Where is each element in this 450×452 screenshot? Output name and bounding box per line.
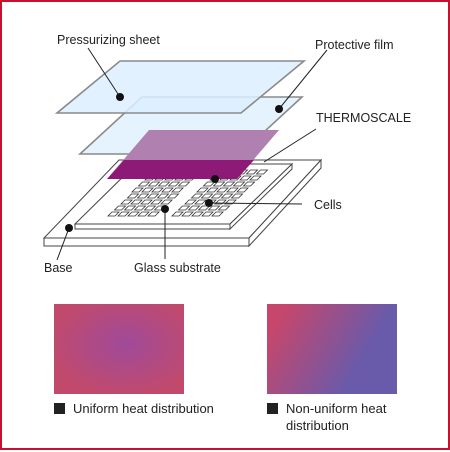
cell [140, 199, 153, 205]
cell [177, 205, 191, 211]
cell [126, 193, 140, 199]
pressurizing-sheet-dot [116, 93, 124, 101]
cell [220, 193, 234, 199]
cell [200, 193, 214, 199]
cell [157, 181, 171, 187]
cell [207, 205, 221, 211]
nonuniform-heat-swatch [267, 304, 397, 394]
uniform-heat-swatch [54, 304, 184, 394]
cell [201, 211, 214, 217]
cell [184, 199, 197, 205]
leader-lines [56, 47, 328, 261]
cell [146, 193, 160, 199]
label-base: Base [44, 261, 73, 275]
cell [137, 181, 151, 187]
cell [147, 211, 160, 217]
cell [143, 205, 157, 211]
cell [181, 211, 194, 217]
cell [151, 187, 164, 193]
cell [120, 199, 133, 205]
cell [167, 181, 181, 187]
base-dot [65, 224, 73, 232]
thermoscale-sheet [107, 130, 279, 179]
cell [249, 175, 262, 181]
cell [211, 211, 224, 217]
cell [131, 187, 144, 193]
cell [133, 205, 147, 211]
cell [255, 169, 269, 175]
label-pressurizing-sheet: Pressurizing sheet [57, 33, 160, 47]
cell [150, 199, 163, 205]
cell [191, 211, 204, 217]
cell [123, 205, 137, 211]
cell [161, 187, 174, 193]
cell [210, 193, 224, 199]
cell [160, 199, 173, 205]
legend-bullet-square [267, 403, 278, 414]
cell [222, 181, 236, 187]
label-protective-film: Protective film [315, 38, 394, 52]
cell [190, 193, 204, 199]
cell [113, 205, 127, 211]
protective-film-dot [275, 105, 283, 113]
cell [171, 187, 184, 193]
cell [245, 169, 259, 175]
legend-uniform: Uniform heat distribution [54, 400, 254, 417]
cell [130, 199, 143, 205]
leader-dots [65, 93, 283, 232]
cell [141, 187, 154, 193]
cell [216, 187, 229, 193]
legend-bullet-square [54, 403, 65, 414]
cell [187, 205, 201, 211]
cell [117, 211, 130, 217]
cell [236, 187, 249, 193]
cell [230, 193, 244, 199]
cell [177, 181, 191, 187]
label-thermoscale: THERMOSCALE [316, 111, 411, 125]
cell [196, 187, 209, 193]
cell [136, 193, 150, 199]
cell [212, 181, 226, 187]
cell [147, 181, 161, 187]
cell [239, 175, 252, 181]
cell [156, 193, 170, 199]
label-glass-substrate: Glass substrate [134, 261, 221, 275]
cell [226, 187, 239, 193]
cell [232, 181, 246, 187]
cell [206, 187, 219, 193]
thermoscale-dot [211, 175, 219, 183]
cells-dot [205, 199, 213, 207]
label-cells: Cells [314, 198, 342, 212]
legend-uniform-text: Uniform heat distribution [73, 401, 214, 416]
cell [127, 211, 140, 217]
cell [242, 181, 256, 187]
cell [217, 205, 231, 211]
glass-substrate-dot [161, 205, 169, 213]
cell [137, 211, 150, 217]
cell [171, 211, 184, 217]
legend-nonuniform-text: Non-uniform heat distribution [286, 401, 387, 433]
legend-nonuniform: Non-uniform heat distribution [267, 400, 437, 434]
cell [166, 193, 180, 199]
cell [194, 199, 207, 205]
cell [107, 211, 120, 217]
